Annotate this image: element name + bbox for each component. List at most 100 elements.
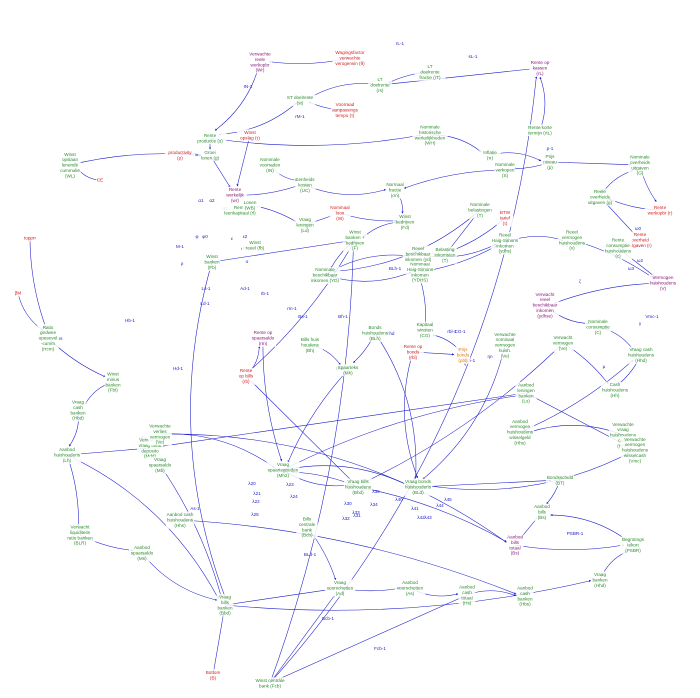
node-background (515, 381, 537, 405)
node-bills_huishoudens: Bills huishoudens(Bh) (297, 336, 323, 354)
node-label-line: (rrcm) (42, 346, 55, 351)
node-label-line: (T) (442, 258, 448, 263)
node-label-line: Verwachte (494, 332, 516, 337)
node-label-line: Winst (206, 254, 218, 259)
node-label-line: Vraag bonds (405, 479, 432, 484)
node-label-line: (pbl) (458, 358, 468, 363)
node-label-line: (Ld) (301, 228, 310, 233)
node-label-line: inkomsten (435, 253, 456, 258)
node-label-line: verkopen (496, 168, 515, 173)
node-label-line: (Ad) (336, 591, 345, 596)
node-label-line: banken (592, 578, 608, 583)
node-label-line: (T) (477, 213, 483, 218)
node-background (332, 49, 368, 67)
node-label-line: Belasting (436, 247, 455, 252)
node-label-line: inkomen (496, 243, 514, 248)
node-label-line: werkelijk (226, 193, 244, 198)
node-background (493, 331, 517, 360)
lag-label: ω0 (635, 226, 642, 231)
edge-winst_centrale_bank-to-rente_op_kassen (269, 76, 538, 684)
node-label-line: spaartegoeden (268, 468, 299, 473)
node-label-line: banken (70, 410, 86, 415)
node-background (148, 422, 172, 446)
node-background (164, 149, 196, 162)
node-label-line: bedrijven (396, 220, 415, 225)
node-label-line: Verwachte (612, 422, 634, 427)
node-inflatie: Inflatie(π) (479, 149, 501, 162)
node-background (523, 124, 557, 137)
node-label-line: voorraden (260, 163, 281, 168)
node-label-line: huishoudens (54, 453, 81, 458)
node-label-line: Vraag (299, 217, 312, 222)
lag-label: λ35 (372, 489, 380, 494)
node-label-line: (C) (595, 330, 602, 335)
node-label-line: Aanbod (512, 419, 528, 424)
node-label-line: banken + (345, 235, 364, 240)
node-label-line: Rente op (531, 60, 550, 65)
node-label-line: Kapitaal (417, 322, 434, 327)
node-label-line: productie (s) (197, 138, 223, 143)
node-label-line: (BLR) (74, 541, 86, 546)
node-label-line: Winst (244, 130, 256, 135)
node-background (216, 593, 234, 617)
edge-winst_centrale_bank-to-vraag_voorschotten (269, 595, 335, 684)
node-label-line: huishoudens (362, 331, 389, 336)
node-label-line: (BLh) (369, 336, 381, 341)
lag-label: Ld-1 (200, 301, 210, 306)
node-background (603, 236, 633, 260)
node-background (479, 149, 501, 162)
node-background (235, 367, 257, 385)
node-label-line: Inflatie (483, 150, 497, 155)
node-label-line: Spaarteks (338, 365, 359, 370)
node-background (414, 63, 446, 81)
node-label-line: Nominale (260, 157, 280, 162)
node-background (59, 151, 81, 180)
node-label-line: ST doelrente (287, 95, 314, 100)
edge-bottom_bank-to-vraag_bills_banken (212, 613, 225, 676)
node-label-line: termijn (rtL) (528, 130, 552, 135)
edge-eenheidskost-to-normaal_fractie (304, 184, 387, 195)
node-label-line: Nominaal (410, 262, 429, 267)
node-label-line: vermogen (562, 235, 583, 240)
node-background (433, 246, 457, 264)
node-label-line: Vraag (594, 572, 607, 577)
lag-label: Vmc-1 (645, 314, 659, 319)
node-label-line: (rbl) (409, 355, 418, 360)
node-label-line: BTW (500, 210, 511, 215)
node-label-line: (ydhse) (537, 313, 553, 318)
node-label-line: inkomen (YD) (311, 278, 340, 283)
edge-aanbod_leningen_banken-to-verwachte_vraag_bankdep (158, 392, 527, 448)
node-label-line: beschikbaar (406, 252, 431, 257)
node-label-line: werkopbr (251, 62, 270, 67)
node-background (455, 346, 471, 364)
lag-label: IN-1 (244, 84, 253, 89)
node-label-line: banken (105, 382, 121, 387)
node-label-line: voorschotten (327, 586, 354, 591)
edge-rente_op_bills-to-vraag_bills_hh (245, 375, 352, 481)
node-background (458, 583, 476, 607)
node-label-line: (Bbd) (219, 611, 231, 616)
node-background (403, 478, 433, 496)
node-label-line: (G) (637, 171, 644, 176)
node-label-line: overheids (630, 160, 651, 165)
